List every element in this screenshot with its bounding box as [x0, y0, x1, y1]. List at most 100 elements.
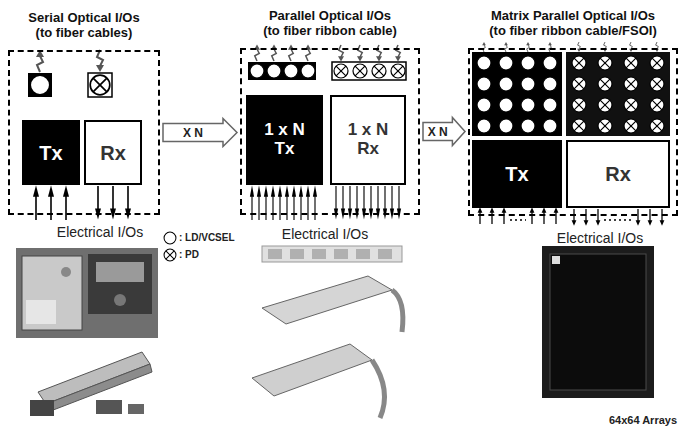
corner-mark: [552, 256, 560, 264]
laser-symbol: [543, 56, 557, 70]
ellipsis-dots: [510, 219, 526, 221]
component: [61, 267, 71, 277]
photodiode-symbol: [624, 77, 638, 91]
receiver-array-box: 1 x N Rx: [330, 95, 406, 185]
parallel-module-photo: [252, 276, 403, 418]
strip-cell: [356, 249, 370, 259]
module-body: [252, 344, 372, 396]
photo-ground: [16, 248, 158, 338]
detector-array-bar: [332, 62, 406, 80]
connector-part: [30, 400, 54, 416]
strip-cell: [268, 249, 282, 259]
panel-heading: Serial Optical I/Os(to fiber cables): [0, 10, 198, 40]
receiver-matrix-box: Rx: [566, 140, 670, 208]
panel-subtitle: (to fiber ribbon cable/FSOI): [430, 23, 686, 38]
transmitter-box: Tx: [22, 120, 80, 185]
strip-cell: [312, 249, 326, 259]
photodiode-symbol: [572, 77, 586, 91]
photodiode-symbol: [624, 119, 638, 133]
ellipsis-dots: [604, 219, 632, 221]
laser-symbol: [499, 98, 513, 112]
panel-title: Serial Optical I/Os: [0, 10, 198, 25]
photodiode-symbol: [624, 98, 638, 112]
receiver-box: Rx: [84, 120, 142, 185]
legend-text: : PD: [179, 249, 199, 260]
connector-part: [128, 404, 144, 414]
legend-symbol: [163, 231, 177, 245]
photodiode-matrix: [572, 56, 664, 133]
connector-port: [114, 294, 126, 306]
legend-item: : LD/VCSEL: [163, 229, 235, 246]
laser-symbol: [521, 98, 535, 112]
laser-symbol: [499, 56, 513, 70]
electrical-io-label: Electrical I/Os: [530, 230, 670, 246]
box-label: Tx: [505, 163, 528, 185]
ribbon-cable: [392, 290, 403, 332]
photodiode-symbol: [650, 77, 664, 91]
photodiode-symbol: [650, 119, 664, 133]
photodiode-symbol: [650, 98, 664, 112]
block-arrow: [163, 119, 237, 147]
emitter-matrix: [472, 52, 562, 136]
laser-symbol: [30, 75, 50, 95]
emitter-array-bar: [248, 62, 316, 80]
legend-symbol-shape: [164, 249, 176, 261]
light-out-bolt: [36, 50, 44, 72]
box-content: Tx: [474, 142, 560, 206]
box-label: 1 x N Tx: [259, 121, 310, 158]
box-content: 1 x N Rx: [332, 97, 404, 183]
photodiode-symbol: [624, 56, 638, 70]
panel-subtitle: (to fiber ribbon cable): [202, 23, 458, 38]
laser-symbol: [521, 119, 535, 133]
electrical-io-label: Electrical I/Os: [255, 226, 395, 242]
multiplier-label: X N: [182, 126, 204, 140]
box-content: Rx: [86, 122, 140, 183]
electrical-out-arrow: [584, 209, 589, 226]
laser-symbol: [477, 56, 491, 70]
strip-cell: [334, 249, 348, 259]
photodiode-symbol: [372, 64, 386, 78]
legend-text: : LD/VCSEL: [179, 232, 235, 243]
block-arrow: [423, 118, 465, 146]
photodiode-symbol: [598, 77, 612, 91]
box-label: Rx: [100, 142, 126, 164]
matrix-io-panel: Matrix Parallel Optical I/Os(to fiber ri…: [468, 48, 678, 216]
emitter-mount: [28, 73, 52, 97]
photodiode-symbol: [598, 56, 612, 70]
strip-cell: [378, 249, 392, 259]
laser-symbol: [284, 64, 298, 78]
light-in-bolt: [577, 42, 581, 52]
laser-symbol: [477, 98, 491, 112]
legend-item: : PD: [163, 246, 235, 263]
electrical-io-label: Electrical I/Os: [30, 224, 170, 240]
photodiode-symbol: [598, 98, 612, 112]
transceiver-photo: [30, 352, 152, 416]
electrical-out-arrow: [596, 209, 601, 226]
laser-matrix: [477, 56, 557, 133]
parallel-io-panel: Parallel Optical I/Os(to fiber ribbon ca…: [240, 48, 420, 215]
photodiode-symbol: [650, 56, 664, 70]
box-content: 1 x N Tx: [248, 97, 321, 183]
legend: : LD/VCSEL : PD: [163, 229, 235, 263]
module-photo: [16, 248, 158, 338]
electrical-out-arrow: [660, 209, 665, 226]
laser-symbol: [543, 119, 557, 133]
laser-symbol: [521, 77, 535, 91]
photodiode-symbol: [572, 56, 586, 70]
module-body: [88, 254, 152, 314]
transmitter-matrix-box: Tx: [472, 140, 562, 208]
light-out-bolt: [305, 45, 311, 62]
ribbon-strip-photo: [262, 246, 402, 262]
light-in-bolt: [629, 42, 633, 52]
panel-heading: Matrix Parallel Optical I/Os(to fiber ri…: [430, 8, 686, 38]
laser-symbol: [521, 56, 535, 70]
legend-symbol-shape: [164, 232, 176, 244]
electrical-out-arrow: [648, 209, 653, 226]
laser-symbol: [301, 64, 315, 78]
light-in-bolt: [603, 42, 607, 52]
laser-symbol: [250, 64, 264, 78]
legend-symbol: [163, 248, 177, 262]
